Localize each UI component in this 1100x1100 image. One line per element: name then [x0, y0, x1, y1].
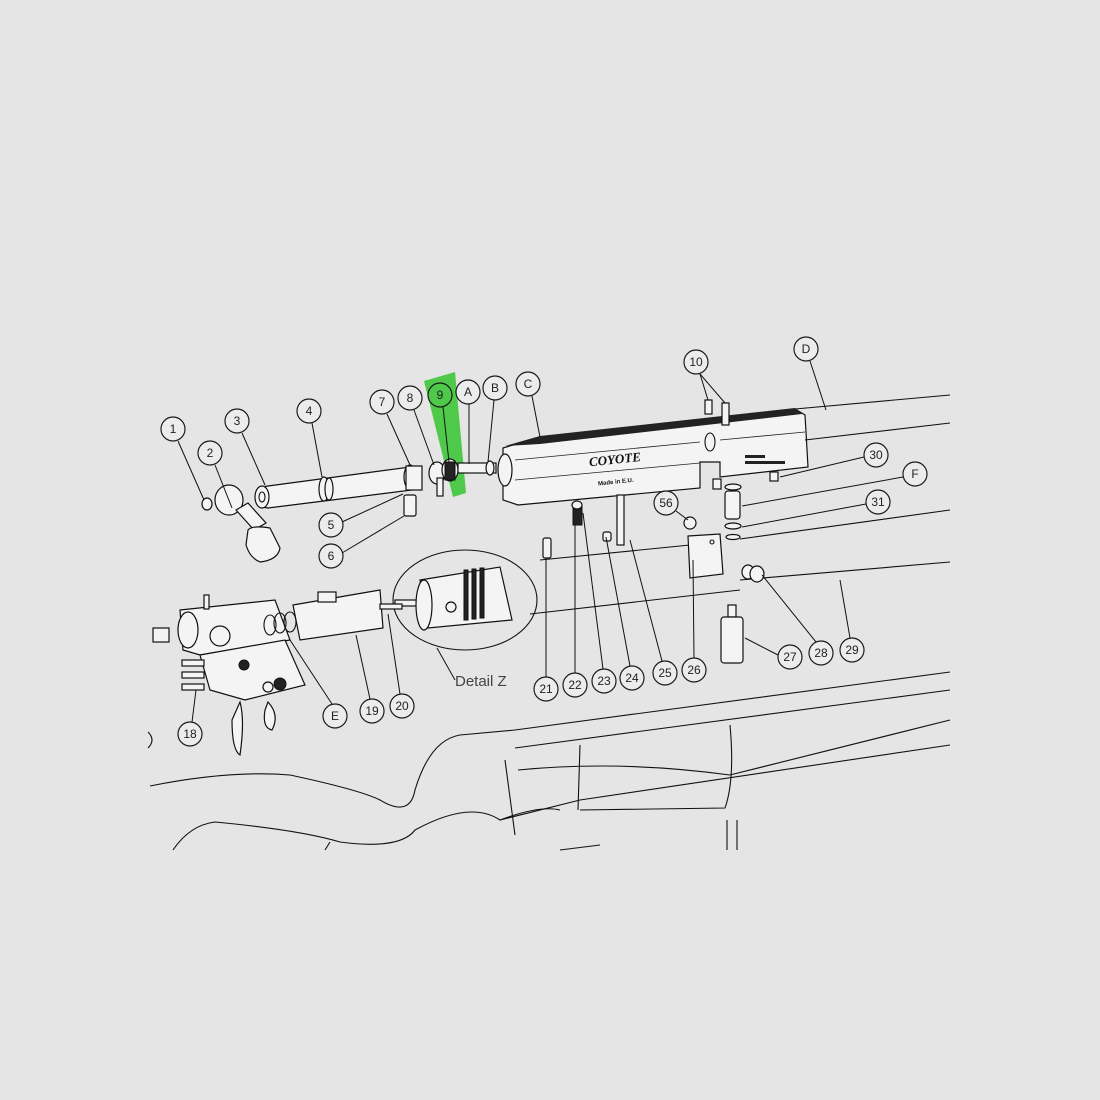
callout-28[interactable]: 28: [808, 640, 834, 666]
svg-text:27: 27: [783, 650, 797, 664]
barrel-tube-assembly: [254, 458, 497, 517]
callout-7[interactable]: 7: [369, 389, 395, 415]
callout-56[interactable]: 56: [653, 490, 679, 516]
rifle-stock: [149, 671, 951, 851]
svg-text:E: E: [331, 709, 339, 723]
small-parts: [542, 494, 765, 664]
callout-30[interactable]: 30: [863, 442, 889, 468]
callout-8[interactable]: 8: [397, 385, 423, 411]
svg-text:22: 22: [568, 678, 582, 692]
svg-text:F: F: [911, 467, 918, 481]
svg-text:1: 1: [170, 422, 177, 436]
callout-21[interactable]: 21: [533, 676, 559, 702]
rail-lines: [529, 394, 951, 615]
callout-4[interactable]: 4: [296, 398, 322, 424]
callout-22[interactable]: 22: [562, 672, 588, 698]
svg-text:30: 30: [869, 448, 883, 462]
svg-text:4: 4: [306, 404, 313, 418]
svg-text:56: 56: [659, 496, 673, 510]
svg-text:21: 21: [539, 682, 553, 696]
svg-text:6: 6: [328, 549, 335, 563]
svg-text:D: D: [802, 342, 811, 356]
svg-text:29: 29: [845, 643, 859, 657]
receiver-brand-text: COYOTE: [588, 449, 642, 469]
svg-text:2: 2: [207, 446, 214, 460]
callout-31[interactable]: 31: [865, 489, 891, 515]
trigger-group: [152, 589, 403, 756]
svg-text:B: B: [491, 381, 499, 395]
svg-text:7: 7: [379, 395, 386, 409]
callout-10[interactable]: 10: [683, 349, 709, 375]
svg-text:A: A: [464, 385, 472, 399]
svg-text:10: 10: [689, 355, 703, 369]
callout-bubbles: 1 2 3 4 5 6 7 8 9 A B C D 10 30 F 31 56 …: [160, 336, 928, 747]
callout-b[interactable]: B: [482, 375, 508, 401]
callout-a[interactable]: A: [455, 379, 481, 405]
receiver-coyote: COYOTE Made in E.U.: [497, 399, 809, 506]
callout-6[interactable]: 6: [318, 543, 344, 569]
callout-3[interactable]: 3: [224, 408, 250, 434]
svg-text:25: 25: [658, 666, 672, 680]
svg-text:31: 31: [871, 495, 885, 509]
svg-text:28: 28: [814, 646, 828, 660]
svg-text:C: C: [524, 377, 533, 391]
callout-26[interactable]: 26: [681, 657, 707, 683]
callout-19[interactable]: 19: [359, 698, 385, 724]
receiver-origin-text: Made in E.U.: [598, 478, 634, 488]
callout-24[interactable]: 24: [619, 665, 645, 691]
callout-f[interactable]: F: [902, 461, 928, 487]
svg-text:20: 20: [395, 699, 409, 713]
callout-27[interactable]: 27: [777, 644, 803, 670]
svg-text:9: 9: [437, 388, 444, 402]
svg-text:18: 18: [183, 727, 197, 741]
callout-d[interactable]: D: [793, 336, 819, 362]
callout-25[interactable]: 25: [652, 660, 678, 686]
callout-c[interactable]: C: [515, 371, 541, 397]
leader-lines: [177, 360, 904, 723]
svg-text:23: 23: [597, 674, 611, 688]
svg-text:24: 24: [625, 671, 639, 685]
callout-29[interactable]: 29: [839, 637, 865, 663]
detail-z-label: Detail Z: [455, 673, 507, 690]
callout-2[interactable]: 2: [197, 440, 223, 466]
cropped-callout-edge: [147, 731, 153, 749]
svg-text:3: 3: [234, 414, 241, 428]
detail-z-view: Detail Z: [392, 549, 538, 690]
svg-text:8: 8: [407, 391, 414, 405]
callout-20[interactable]: 20: [389, 693, 415, 719]
callout-5[interactable]: 5: [318, 512, 344, 538]
callout-23[interactable]: 23: [591, 668, 617, 694]
callout-9-highlighted[interactable]: 9: [427, 382, 453, 408]
end-cap-assembly: [201, 484, 281, 563]
part-f-assembly: [724, 483, 742, 541]
callout-18[interactable]: 18: [177, 721, 203, 747]
svg-text:5: 5: [328, 518, 335, 532]
callout-e[interactable]: E: [322, 703, 348, 729]
svg-text:26: 26: [687, 663, 701, 677]
svg-text:19: 19: [365, 704, 379, 718]
callout-1[interactable]: 1: [160, 416, 186, 442]
